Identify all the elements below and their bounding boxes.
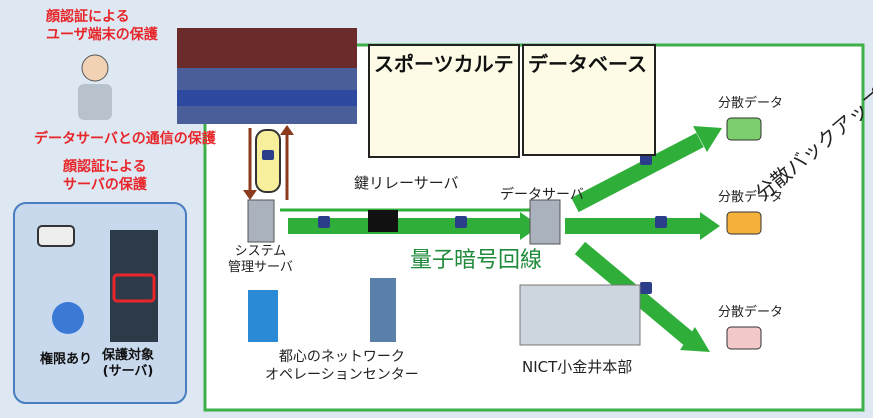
tunnel-cylinder — [255, 129, 281, 193]
pipe-up — [571, 132, 704, 213]
authorized-label: 権限あり — [40, 352, 93, 367]
pipe-down-head — [680, 327, 710, 352]
user-head-icon — [81, 54, 109, 82]
lock-icon — [640, 153, 652, 165]
nict-hq-label: NICT小金井本部 — [522, 358, 633, 376]
data-server — [529, 199, 561, 245]
dist-data-label-2: 分散データ — [718, 190, 784, 205]
building-icon — [248, 290, 278, 342]
system-admin-server — [247, 199, 275, 243]
lock-icon — [262, 150, 274, 160]
lock-icon — [640, 282, 652, 294]
database-title: データベース — [528, 52, 647, 76]
face-server-label: 顔認証による サーバの保護 — [63, 159, 147, 193]
sports-karte-bubble: スポーツカルテ — [368, 44, 520, 158]
face-user-label: 顔認証による ユーザ端末の保護 — [46, 9, 158, 43]
data-stack-pink — [726, 326, 762, 350]
lock-icon — [455, 216, 467, 228]
lock-icon — [655, 216, 667, 228]
camera-icon — [37, 225, 75, 247]
protected-label: 保護対象 (サーバ) — [102, 348, 155, 379]
building-icon — [370, 278, 396, 342]
user-avatar-icon — [52, 302, 84, 334]
server-rack-icon — [110, 230, 158, 342]
data-stack-orange — [726, 211, 762, 235]
tokyo-noc-label: 都心のネットワーク オペレーションセンター — [265, 349, 419, 383]
quantum-line-label: 量子暗号回線 — [410, 248, 543, 273]
stadium-banner — [177, 90, 357, 106]
nict-building-photo — [519, 284, 641, 346]
stadium-stands — [177, 28, 357, 68]
arrow-up-head — [280, 125, 294, 135]
key-relay-label: 鍵リレーサーバ — [354, 174, 459, 192]
system-admin-label: システム 管理サーバ — [228, 244, 293, 275]
database-bubble: データベース — [522, 44, 656, 156]
data-server-label: データサーバ — [500, 187, 584, 203]
data-stack-green — [726, 117, 762, 141]
lock-icon — [318, 216, 330, 228]
highlight-box — [112, 273, 156, 303]
sports-karte-title: スポーツカルテ — [374, 52, 514, 76]
key-relay-server — [368, 210, 398, 232]
pipe-mid-head — [700, 212, 720, 240]
pipe-up-head — [693, 126, 722, 152]
user-body-icon — [78, 84, 112, 120]
data-server-comm-label: データサーバとの通信の保護 — [34, 131, 216, 147]
arrow-down-head — [243, 190, 257, 200]
dist-data-label-1: 分散データ — [718, 96, 784, 111]
dist-data-label-3: 分散データ — [718, 305, 784, 320]
